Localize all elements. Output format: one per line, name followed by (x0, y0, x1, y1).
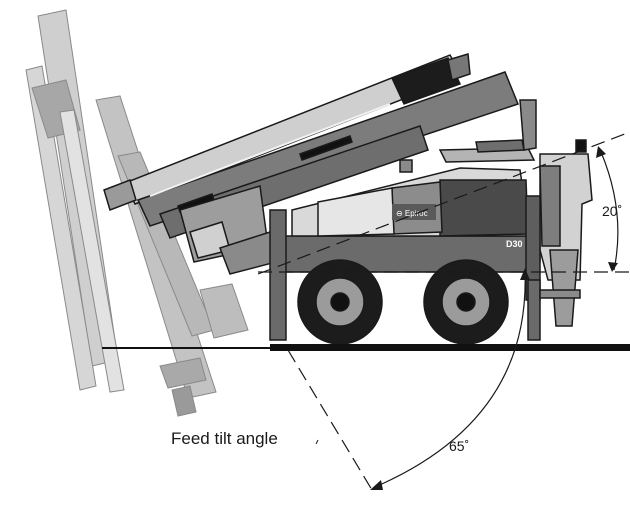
ground-slab (270, 344, 630, 351)
inclination-arrow-bottom (608, 262, 618, 272)
rig-body (269, 99, 593, 341)
tilt-reference-line (287, 349, 373, 491)
model-mark: D30 (506, 239, 523, 249)
tilt-arrow-top (520, 268, 530, 280)
brand-plate (392, 204, 436, 220)
inclination-angle-value: 20˚ (602, 203, 623, 219)
label-leader (315, 439, 319, 445)
brand-logo: ⊖ Epiroc (396, 209, 428, 218)
feed-beams (103, 53, 519, 275)
inclination-line (257, 131, 630, 275)
inclination-arrow-top (596, 146, 606, 158)
tilt-arrow-bottom (370, 480, 383, 490)
wheels (297, 259, 509, 345)
tilt-angle-value: 65˚ (449, 438, 470, 454)
tilt-arc (374, 271, 526, 488)
inclination-arc (600, 151, 619, 271)
feed-tilt-angle-label: Feed tilt angle (171, 429, 278, 448)
